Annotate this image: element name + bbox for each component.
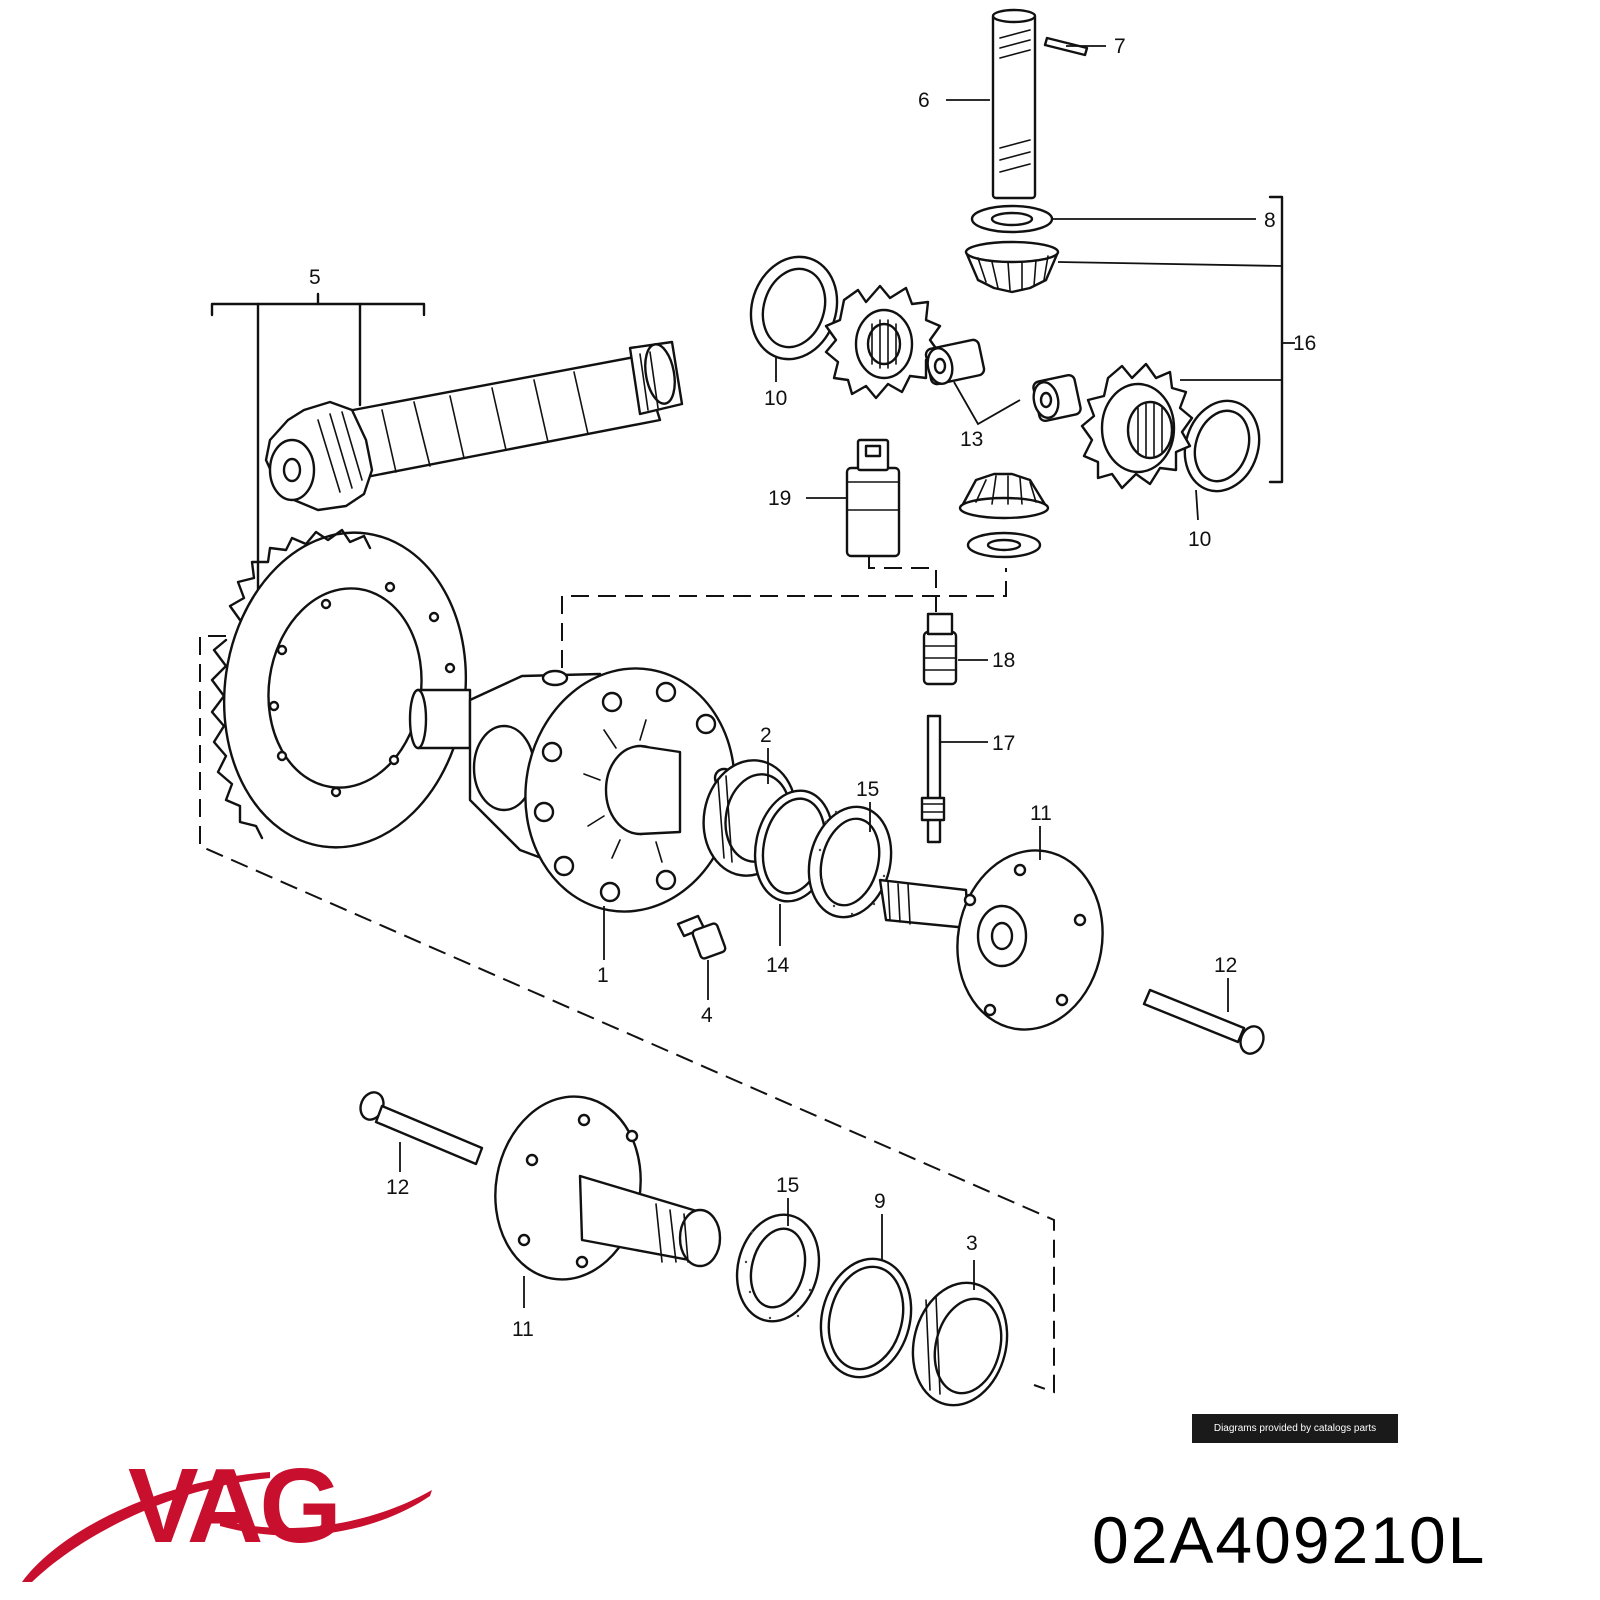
callout-5: 5 (309, 266, 321, 289)
speed-sensor-part-19 (845, 438, 901, 558)
bracket-5 (210, 292, 426, 597)
bolt-part-12-left (359, 1091, 484, 1166)
callout-2: 2 (760, 724, 772, 747)
vag-logo: VAG (22, 1447, 432, 1582)
callout-4: 4 (701, 1004, 713, 1027)
callout-1: 1 (597, 964, 609, 987)
logo-text: VAG (128, 1447, 338, 1565)
callout-15-lower: 15 (776, 1174, 799, 1197)
side-gear-left (824, 284, 942, 400)
callout-10-right: 10 (1188, 528, 1211, 551)
spider-gear-top (964, 240, 1060, 294)
bolt-part-12-right (1142, 988, 1265, 1055)
callout-19: 19 (768, 487, 791, 510)
callout-7: 7 (1114, 35, 1126, 58)
callout-11-upper: 11 (1030, 802, 1052, 825)
callout-12-left: 12 (386, 1176, 409, 1199)
thrust-block-part-13-right (1032, 373, 1082, 423)
ring-part-9 (819, 1257, 913, 1379)
callout-11-lower: 11 (512, 1318, 534, 1341)
part-number: 02A409210L (1092, 1503, 1487, 1577)
drive-shaft-part-17 (920, 714, 946, 844)
side-gear-right (1080, 362, 1194, 490)
callout-15-upper: 15 (856, 778, 879, 801)
bolt-part-4 (676, 914, 727, 960)
callout-16: 16 (1293, 332, 1316, 355)
callout-labels: 7 6 8 5 16 10 13 19 10 18 17 2 15 11 14 … (309, 35, 1316, 1341)
diagram-credit-badge: Diagrams provided by catalogs parts (1192, 1414, 1398, 1443)
bearing-part-3 (911, 1281, 1009, 1407)
washer-bottom (966, 531, 1042, 559)
flange-part-11-upper (878, 849, 1104, 1031)
flange-part-11-lower (494, 1095, 722, 1281)
callout-8: 8 (1264, 209, 1276, 232)
callout-10-top: 10 (764, 387, 787, 410)
pinion-shaft-part-6 (991, 8, 1037, 200)
thrust-block-part-13-left (924, 338, 986, 386)
differential-housing-part-1 (408, 667, 736, 913)
spider-gear-bottom (958, 472, 1050, 520)
washer-part-10-right (1183, 399, 1261, 493)
callout-17: 17 (992, 732, 1015, 755)
callout-12-right: 12 (1214, 954, 1237, 977)
leader-lines (399, 45, 1283, 1308)
seal-part-15-lower (735, 1213, 821, 1323)
callout-13: 13 (960, 428, 983, 451)
drive-gear-part-18 (922, 612, 958, 686)
logo-swoosh-tail (220, 1490, 432, 1536)
pinion-shaft-part-5 (264, 340, 684, 512)
assembly-dashed-lines (199, 556, 1055, 1394)
callout-18: 18 (992, 649, 1015, 672)
callout-14: 14 (766, 954, 790, 977)
callout-3: 3 (966, 1232, 978, 1255)
callout-6: 6 (918, 89, 930, 112)
seal-part-15-upper (807, 805, 893, 919)
washer-part-10-top (749, 255, 839, 361)
bracket-16 (1268, 195, 1295, 484)
thrust-washer-part-8 (970, 204, 1054, 234)
callout-9: 9 (874, 1190, 886, 1213)
